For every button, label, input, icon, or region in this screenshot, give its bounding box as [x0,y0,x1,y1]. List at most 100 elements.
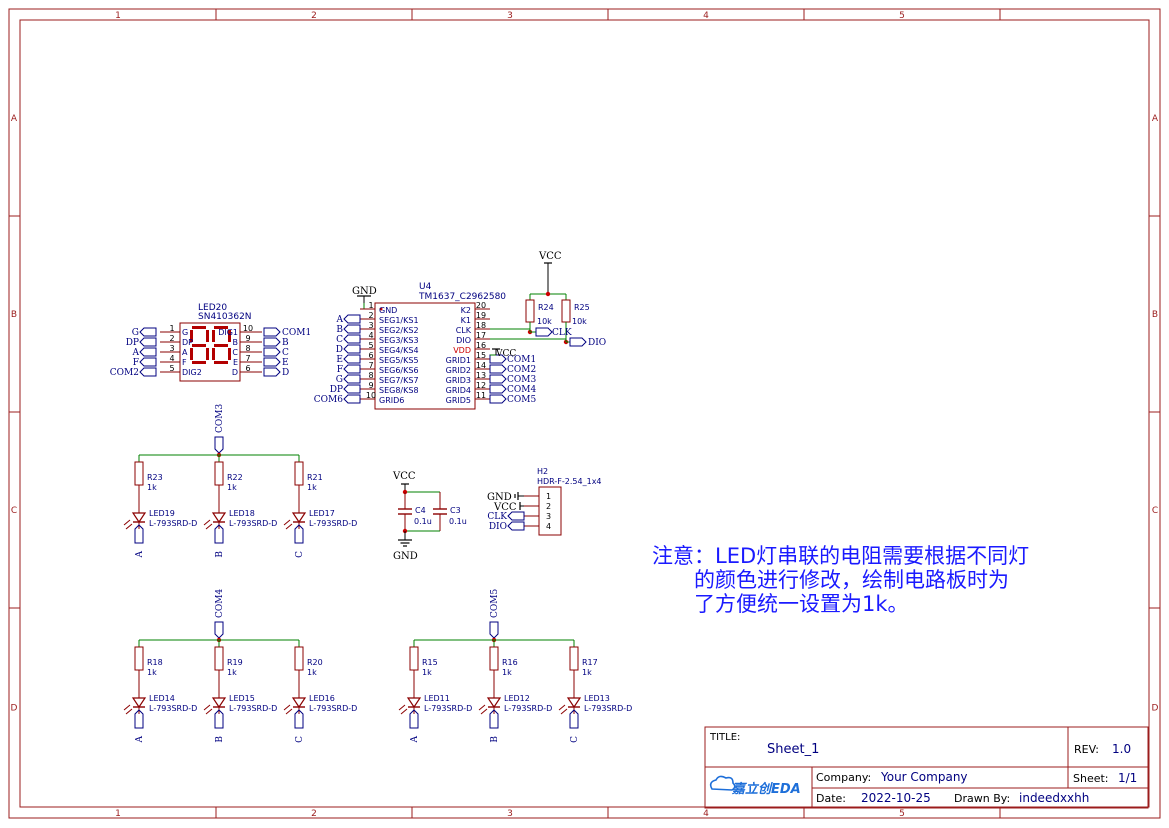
net-flag [139,367,157,377]
company-value: Your Company [880,770,968,784]
led-diode [291,697,307,709]
resistor-body [214,646,224,671]
net-label: GND [487,492,512,503]
part-value: L-793SRD-D [229,704,277,713]
display-segment [214,361,228,364]
net-flag [134,709,144,729]
net-label: COM2 [507,365,536,375]
net-label: COM2 [110,368,139,378]
display-segment [214,326,228,329]
resistor [294,646,304,671]
vcc-label: VCC [538,251,562,262]
pin-number: 11 [476,391,486,400]
part-ref: LED17 [309,509,335,518]
pin-number: 4 [546,522,551,531]
resistor [409,646,419,671]
net-flag [263,347,281,357]
part-value: TM1637_C2962580 [418,292,506,302]
net-flag [263,357,281,367]
title-block: TITLE: Sheet_1 REV: 1.0 嘉立创EDA Company: … [704,726,1149,809]
part-ref: LED16 [309,694,335,703]
net-label: A [410,736,420,744]
net-flag [489,709,499,729]
part-value: 0.1u [414,517,432,526]
pin-name: SEG3/KS3 [379,336,419,345]
led-emission-arrow [125,708,133,715]
row-label-left: D [11,704,18,714]
pin-number: 18 [476,321,486,330]
led-group-com5: COM5R151kLED11L-793SRD-DAR161kLED12L-793… [398,589,632,744]
net-flag [294,524,304,544]
pin-name: GRID6 [379,396,404,405]
pin-number: 4 [368,331,373,340]
led-emission-arrow [283,519,291,526]
pin-name: GRID3 [446,376,471,385]
column-label-top: 1 [115,11,121,21]
part-ref: U4 [419,282,432,292]
part-value: 1k [502,668,512,677]
pin-name: K1 [461,316,471,325]
display-segment [192,344,206,347]
part-value: L-793SRD-D [309,704,357,713]
pin-name: SEG4/KS4 [379,346,419,355]
column-label-bottom: 1 [115,809,121,819]
pin-number: 17 [476,331,486,340]
net-label: B [215,551,225,558]
part-value: 1k [147,483,157,492]
net-label: C [282,348,289,358]
part-value: 1k [227,668,237,677]
inner-border [19,19,1150,808]
net-label: CLK [487,512,507,522]
led-emission-arrow [480,708,488,715]
resistor-r24 [525,299,535,323]
part-value: L-793SRD-D [229,519,277,528]
led-emission-arrow [205,523,213,530]
led-group-com4: COM4R181kLED14L-793SRD-DAR191kLED15L-793… [123,589,357,744]
led-emission-arrow [560,708,568,715]
net-flag [343,324,361,334]
net-label: G [336,375,343,385]
pin-number: 5 [368,341,373,350]
net-flag [139,327,157,337]
pin-number: 20 [476,301,486,310]
part-value: 1k [307,668,317,677]
part-value: L-793SRD-D [309,519,357,528]
pin-number: 8 [245,344,250,353]
sheet-value: 1/1 [1118,771,1137,785]
jlc-eda-logo: 嘉立创EDA [709,775,801,797]
pin-number: 3 [368,321,373,330]
pin-number: 6 [245,364,250,373]
net-label: D [282,368,289,378]
net-label: DP [126,338,139,348]
part-value: 1k [147,668,157,677]
net-label: A [132,348,140,358]
net-label: C [295,551,305,558]
part-value: 0.1u [449,517,467,526]
part-value: 10k [572,317,587,326]
display-segment [228,330,231,342]
pin-name: DIG1 [218,328,238,337]
display-segment [192,361,206,364]
pin-name: F [182,358,187,367]
part-value: 1k [422,668,432,677]
resistor [569,646,579,671]
pin-number: 9 [368,381,373,390]
net-flag [489,384,507,394]
pin-number: 5 [169,364,174,373]
pin-number: 7 [368,361,373,370]
display-segment [206,330,209,342]
net-flag [343,374,361,384]
title-label: TITLE: [709,732,740,743]
column-label-top: 2 [311,11,317,21]
part-ref: R22 [227,473,243,482]
net-flag [569,337,587,347]
pin1-marker [379,307,383,311]
drawn-label: Drawn By: [954,792,1010,805]
led-emission-arrow [123,519,131,526]
led-diode [211,512,227,524]
net-label: COM1 [282,328,311,338]
pin-name: D [232,368,238,377]
column-label-bottom: 3 [507,809,513,819]
